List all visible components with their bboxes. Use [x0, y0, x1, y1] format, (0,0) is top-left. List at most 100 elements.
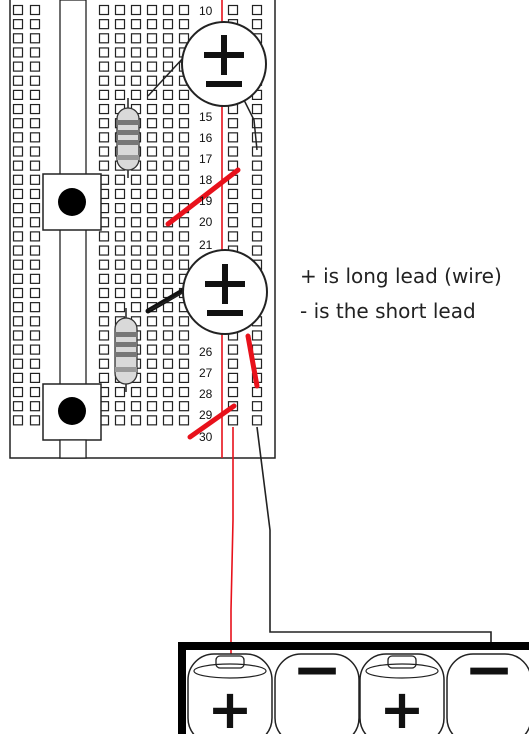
row-label: 19 — [199, 194, 213, 208]
resistor-bottom — [114, 308, 138, 392]
breadboard-hole — [146, 316, 158, 327]
breadboard-hole — [178, 4, 190, 16]
red-jumper-1 — [165, 167, 241, 227]
breadboard-hole — [178, 372, 190, 383]
breadboard-hole — [178, 415, 190, 426]
breadboard-hole — [146, 33, 158, 44]
breadboard-hole — [29, 75, 41, 86]
breadboard-hole — [146, 273, 158, 284]
breadboard-hole — [29, 203, 41, 214]
breadboard-hole — [227, 4, 239, 16]
breadboard-hole — [12, 19, 24, 30]
breadboard-hole — [251, 174, 263, 185]
breadboard-hole — [227, 160, 239, 171]
breadboard-hole — [29, 146, 41, 157]
breadboard-hole — [251, 386, 263, 398]
breadboard-hole — [130, 217, 142, 228]
breadboard-hole — [29, 386, 41, 398]
breadboard-hole — [12, 47, 24, 58]
breadboard-hole — [130, 61, 142, 72]
breadboard-hole — [178, 401, 190, 412]
breadboard-hole — [178, 19, 190, 30]
breadboard-hole — [98, 316, 110, 327]
battery-cell-positive: + — [187, 653, 273, 734]
breadboard-hole — [146, 358, 158, 369]
breadboard-hole — [227, 146, 239, 157]
battery-minus-label: − — [292, 635, 342, 705]
breadboard-hole — [12, 372, 24, 383]
battery-cell-positive: + — [359, 653, 445, 734]
breadboard-outline — [9, 0, 276, 459]
breadboard-hole — [98, 259, 110, 270]
breadboard-hole — [227, 372, 239, 383]
breadboard-hole — [12, 75, 24, 86]
breadboard-hole — [130, 89, 142, 101]
breadboard-hole — [98, 146, 110, 157]
breadboard-hole — [162, 203, 174, 214]
breadboard-hole — [146, 146, 158, 157]
breadboard-hole — [130, 75, 142, 86]
breadboard-hole — [12, 273, 24, 284]
breadboard-hole — [98, 47, 110, 58]
breadboard-hole — [178, 217, 190, 228]
breadboard-hole — [98, 344, 110, 355]
black-wire-to-battery — [256, 426, 492, 646]
breadboard-hole — [146, 132, 158, 143]
breadboard-hole — [12, 386, 24, 398]
breadboard-hole — [12, 103, 24, 115]
breadboard-hole — [227, 358, 239, 369]
row-label: 28 — [199, 387, 213, 401]
breadboard-hole — [29, 118, 41, 129]
breadboard-hole — [130, 401, 142, 412]
red-jumper-3 — [187, 403, 237, 440]
breadboard-hole — [162, 386, 174, 398]
breadboard-hole — [29, 259, 41, 270]
breadboard-hole — [98, 302, 110, 313]
breadboard-hole — [178, 188, 190, 200]
breadboard-hole — [98, 19, 110, 30]
row-label: 17 — [199, 152, 213, 166]
breadboard-hole — [162, 160, 174, 171]
red-jumper-2 — [245, 333, 260, 389]
breadboard-hole — [146, 401, 158, 412]
breadboard-hole — [162, 401, 174, 412]
breadboard-hole — [98, 75, 110, 86]
battery-minus-label: − — [464, 635, 514, 705]
breadboard-hole — [178, 344, 190, 355]
breadboard-hole — [12, 259, 24, 270]
breadboard-hole — [98, 245, 110, 256]
breadboard-hole — [29, 372, 41, 383]
breadboard-hole — [29, 103, 41, 115]
breadboard-hole — [12, 231, 24, 242]
breadboard-hole — [162, 47, 174, 58]
breadboard-hole — [29, 217, 41, 228]
breadboard-hole — [146, 386, 158, 398]
breadboard-hole — [12, 174, 24, 185]
breadboard-hole — [114, 302, 126, 313]
breadboard-hole — [29, 89, 41, 101]
breadboard-hole — [12, 61, 24, 72]
breadboard-hole — [162, 273, 174, 284]
breadboard-hole — [146, 330, 158, 341]
breadboard-hole — [162, 75, 174, 86]
battery-pack: +−+− — [178, 635, 529, 734]
breadboard-hole — [29, 245, 41, 256]
note-long-lead: + is long lead (wire) — [300, 264, 502, 288]
breadboard-hole — [98, 372, 110, 383]
breadboard-hole — [146, 245, 158, 256]
breadboard-hole — [29, 4, 41, 16]
breadboard-hole — [130, 415, 142, 426]
row-label: 10 — [199, 4, 213, 18]
breadboard-hole — [251, 330, 263, 341]
breadboard-hole — [12, 217, 24, 228]
breadboard-hole — [114, 401, 126, 412]
pushbutton-top — [42, 173, 102, 231]
breadboard-hole — [227, 217, 239, 228]
breadboard-hole — [98, 103, 110, 115]
capacitor-top — [181, 21, 267, 107]
breadboard-hole — [29, 358, 41, 369]
breadboard-hole — [146, 344, 158, 355]
breadboard-hole — [251, 415, 263, 426]
breadboard-hole — [178, 33, 190, 44]
breadboard-hole — [162, 61, 174, 72]
